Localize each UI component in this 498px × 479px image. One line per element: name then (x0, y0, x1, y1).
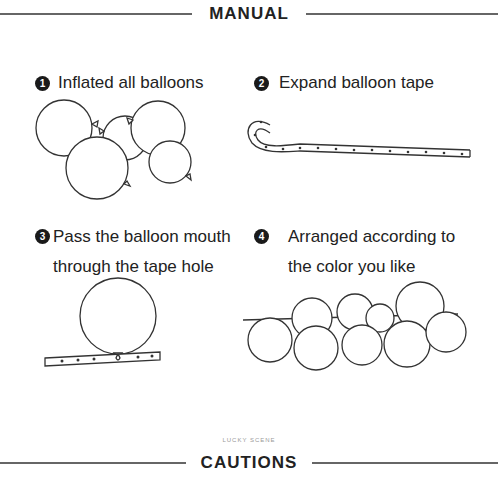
rule-line (312, 462, 498, 463)
step-text: Expand balloon tape (279, 72, 479, 94)
callout-number: 2 (254, 76, 269, 91)
step-text: Pass the balloon mouth through the tape … (53, 222, 253, 282)
rule-line (306, 13, 498, 14)
brand-watermark: LUCKY SCENE (199, 437, 299, 443)
rule-line (0, 13, 192, 14)
balloon-tape (248, 121, 470, 157)
balloon-on-tape (45, 278, 160, 366)
page-title: MANUAL (150, 4, 348, 24)
rule-line (0, 462, 186, 463)
callout-number: 3 (35, 229, 50, 244)
balloon-garland (243, 282, 466, 370)
callout-number: 4 (254, 229, 269, 244)
callout-number: 1 (35, 76, 50, 91)
step-text: Arranged according to the color you like (288, 222, 478, 282)
section-heading: CAUTIONS (150, 453, 348, 473)
step-text: Inflated all balloons (58, 72, 248, 94)
balloon-cluster (36, 100, 191, 199)
